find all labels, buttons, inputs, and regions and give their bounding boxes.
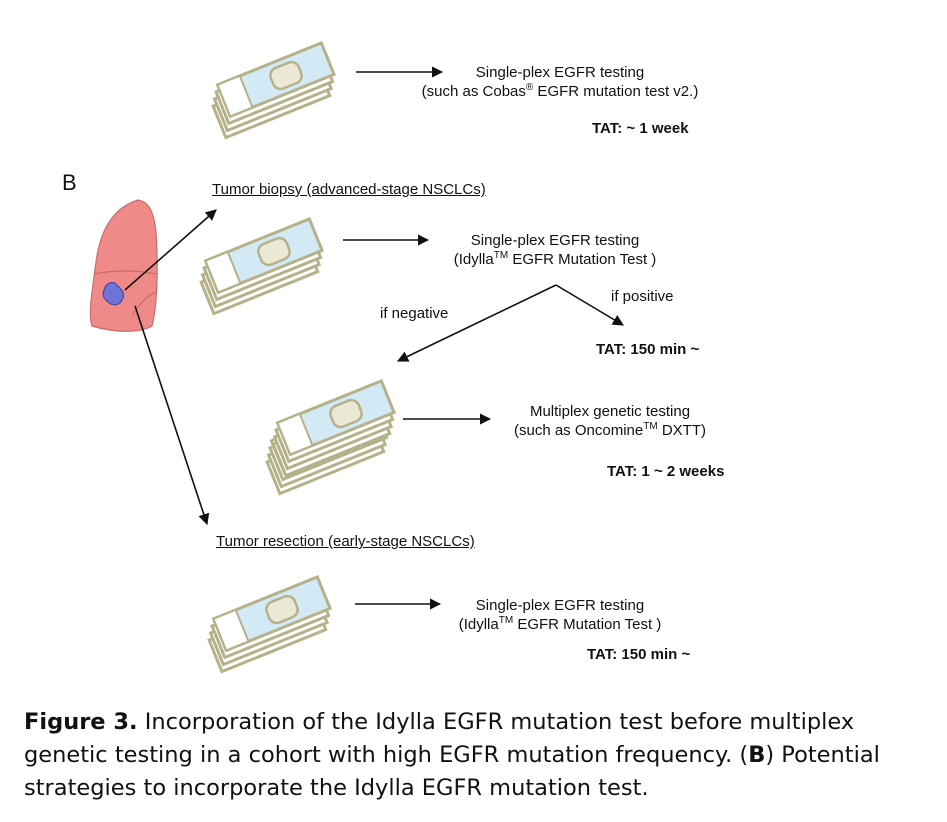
arrow-lung-to-biopsy — [124, 209, 217, 291]
lung-icon — [89, 199, 158, 332]
caption-bold-b: B — [748, 742, 766, 768]
slide-stack-resection — [200, 575, 339, 674]
arrow-positive-branch — [555, 284, 624, 326]
top-test-line2: (such as Cobas — [421, 83, 526, 100]
resection-test-label: Single-plex EGFR testing (IdyllaTM EGFR … — [410, 596, 710, 634]
if-positive-label: if positive — [611, 288, 674, 305]
caption-text-1: Incorporation of the Idylla EGFR mutatio… — [24, 709, 855, 768]
resection-test-line2: (Idylla — [458, 616, 499, 633]
biopsy-test-line2: (Idylla — [453, 251, 494, 268]
arrow-lung-to-resection — [134, 305, 210, 526]
multiplex-line1: Multiplex genetic testing — [529, 403, 691, 420]
biopsy-test-line1: Single-plex EGFR testing — [470, 232, 640, 249]
biopsy-test-line2-post: EGFR Mutation Test ) — [508, 251, 657, 268]
multiplex-tat: TAT: 1 ~ 2 weeks — [607, 463, 725, 480]
multiplex-line2: (such as Oncomine — [513, 422, 644, 439]
resection-tat: TAT: 150 min ~ — [587, 646, 691, 663]
resection-header: Tumor resection (early-stage NSCLCs) — [216, 533, 475, 550]
multiplex-sup: TM — [643, 421, 658, 432]
figure-caption: Figure 3. Incorporation of the Idylla EG… — [24, 706, 939, 805]
caption-text-2: ) Potential strategies to incorporate th… — [24, 742, 880, 801]
top-test-line2-post: EGFR mutation test v2.) — [533, 83, 699, 100]
top-test-label: Single-plex EGFR testing (such as Cobas®… — [410, 63, 710, 101]
top-test-sup: ® — [525, 82, 534, 93]
top-test-line1: Single-plex EGFR testing — [475, 64, 645, 81]
resection-test-sup: TM — [498, 615, 514, 626]
if-negative-label: if negative — [380, 305, 449, 322]
resection-test-line2-post: EGFR Mutation Test ) — [513, 616, 662, 633]
multiplex-line2-post: DXTT) — [657, 422, 706, 439]
slide-stack-top — [204, 41, 343, 140]
multiplex-label: Multiplex genetic testing (such as Oncom… — [460, 402, 760, 440]
slide-stack-multiplex — [258, 379, 403, 496]
biopsy-header: Tumor biopsy (advanced-stage NSCLCs) — [212, 181, 486, 198]
biopsy-test-sup: TM — [493, 250, 509, 261]
biopsy-tat: TAT: 150 min ~ — [596, 341, 700, 358]
caption-label: Figure 3. — [24, 709, 138, 735]
panel-b-label: B — [62, 170, 77, 195]
tumor-icon — [102, 282, 125, 306]
resection-test-line1: Single-plex EGFR testing — [475, 597, 645, 614]
arrow-negative-branch — [396, 284, 557, 362]
diagram-canvas — [89, 41, 624, 674]
slide-stack-biopsy — [192, 217, 331, 316]
biopsy-test-label: Single-plex EGFR testing (IdyllaTM EGFR … — [405, 231, 705, 269]
top-tat: TAT: ~ 1 week — [592, 120, 689, 137]
